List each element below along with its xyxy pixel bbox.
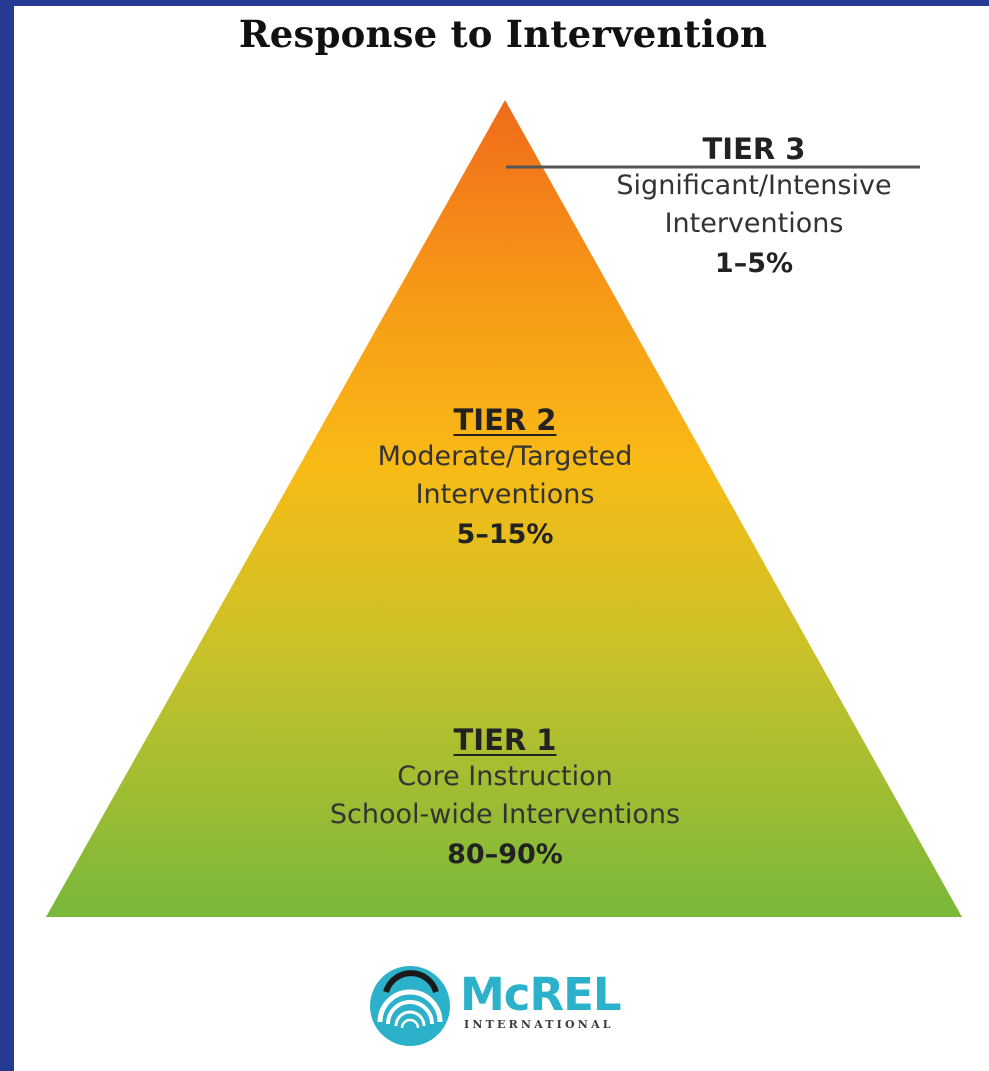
tier-3-label: TIER 3 Significant/Intensive Interventio… bbox=[578, 131, 930, 285]
tier-3-line-1: Significant/Intensive bbox=[616, 170, 892, 201]
tier-2-label: TIER 2 Moderate/Targeted Interventions 5… bbox=[280, 402, 730, 556]
tier-2-line-1: Moderate/Targeted bbox=[377, 441, 633, 472]
tier-1-label: TIER 1 Core Instruction School-wide Inte… bbox=[230, 722, 780, 876]
mcrel-logo-subtitle: INTERNATIONAL bbox=[464, 1018, 614, 1031]
mcrel-logo: McREL INTERNATIONAL bbox=[366, 962, 656, 1048]
pyramid-shape bbox=[46, 100, 962, 917]
tier-3-line-2: Interventions bbox=[664, 208, 844, 239]
tier-2-heading: TIER 2 bbox=[453, 403, 557, 437]
tier-2-line-2: Interventions bbox=[415, 479, 595, 510]
tier-1-heading: TIER 1 bbox=[453, 723, 557, 757]
mcrel-logo-icon bbox=[370, 966, 450, 1046]
tier-3-heading: TIER 3 bbox=[702, 132, 806, 166]
tier-2-percent: 5–15% bbox=[456, 519, 554, 550]
mcrel-logo-name: McREL bbox=[460, 968, 622, 1021]
tier-3-percent: 1–5% bbox=[714, 248, 794, 279]
diagram-title: Response to Intervention bbox=[238, 12, 768, 56]
tier-1-percent: 80–90% bbox=[447, 839, 563, 870]
tier-1-line-2: School-wide Interventions bbox=[329, 799, 681, 830]
tier-1-line-1: Core Instruction bbox=[397, 761, 613, 792]
